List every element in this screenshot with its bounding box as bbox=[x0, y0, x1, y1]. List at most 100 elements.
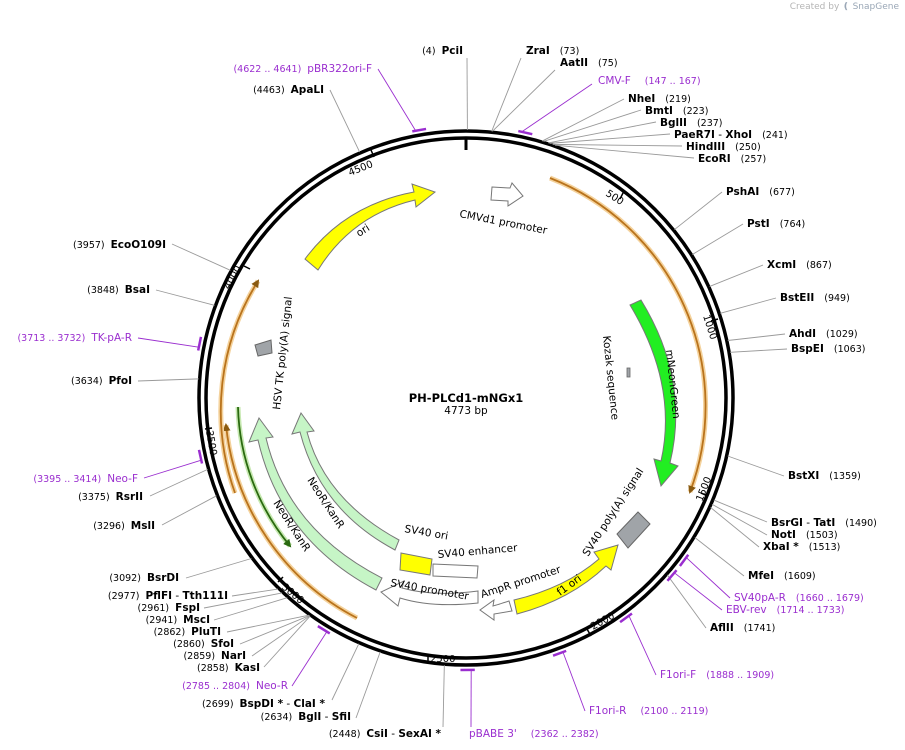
svg-text:(2634)BglI - SfiI: (2634)BglI - SfiI bbox=[261, 711, 351, 723]
site-aflii[interactable]: AflII(1741) bbox=[710, 622, 775, 634]
primer-position: (1660 .. 1679) bbox=[796, 593, 864, 604]
site-leader-line bbox=[442, 665, 445, 728]
sv40-polya-feature bbox=[616, 511, 651, 549]
site-ecoo109i[interactable]: (3957)EcoO109I bbox=[73, 239, 166, 251]
primer-binding-mark bbox=[552, 649, 567, 657]
site-paer7i-xhoi[interactable]: PaeR7I - XhoI(241) bbox=[674, 129, 788, 141]
site-position: (3375) bbox=[78, 492, 110, 503]
primer-binding-mark bbox=[317, 625, 331, 635]
site-msli[interactable]: (3296)MslI bbox=[93, 520, 155, 532]
svg-text:F1ori-R(2100 .. 2119): F1ori-R(2100 .. 2119) bbox=[589, 705, 708, 717]
site-name-2: ClaI * bbox=[294, 698, 326, 710]
site-pluti[interactable]: (2862) PluTI bbox=[154, 626, 221, 638]
backbone-outer-ring bbox=[197, 129, 735, 667]
site-leader-line bbox=[548, 121, 657, 144]
primer-marks bbox=[196, 127, 690, 672]
site-bmti[interactable]: BmtI(223) bbox=[645, 105, 708, 117]
site-kasi[interactable]: (2858)KasI bbox=[197, 662, 260, 674]
site-nhei[interactable]: NheI(219) bbox=[628, 93, 691, 105]
plasmid-name: PH-PLCd1-mNGx1 bbox=[409, 391, 524, 405]
primer-tk-pa-r[interactable]: (3713 .. 3732)TK-pA-R bbox=[17, 332, 132, 344]
site-position: (1063) bbox=[834, 344, 866, 355]
site-name: BstXI bbox=[788, 470, 819, 482]
primer-f1ori-f[interactable]: F1ori-F(1888 .. 1909) bbox=[660, 669, 774, 681]
site-separator: - bbox=[388, 728, 398, 740]
site-bsai[interactable]: (3848)BsaI bbox=[87, 284, 150, 296]
site-leader-line bbox=[137, 378, 199, 382]
site-position: (2448) bbox=[329, 729, 361, 740]
site-bspdi-clai[interactable]: (2699)BspDI * - ClaI * bbox=[202, 698, 326, 710]
site-hindiii[interactable]: HindIII(250) bbox=[686, 141, 761, 153]
site-bsrgi-tati[interactable]: BsrGI - TatI(1490) bbox=[771, 517, 877, 529]
site-position: (1503) bbox=[806, 530, 838, 541]
site-name: PluTI bbox=[191, 626, 221, 638]
site-mfei[interactable]: MfeI(1609) bbox=[748, 570, 816, 582]
site-name: NotI bbox=[771, 529, 796, 541]
site-bsteii[interactable]: BstEII(949) bbox=[780, 292, 850, 304]
site-ahdi[interactable]: AhdI(1029) bbox=[789, 328, 858, 340]
site-leader-line bbox=[720, 297, 777, 314]
site-apali[interactable]: (4463)ApaLI bbox=[253, 84, 324, 96]
primer-ebv-rev[interactable]: EBV-rev(1714 .. 1733) bbox=[726, 604, 845, 616]
primer-neo-r[interactable]: (2785 .. 2804)Neo-R bbox=[182, 680, 288, 692]
watermark-prefix: Created by bbox=[789, 2, 840, 12]
site-leader-line bbox=[543, 109, 642, 142]
neor-kanr-outer-feature bbox=[248, 416, 383, 591]
site-noti[interactable]: NotI (1503) bbox=[771, 529, 838, 541]
site-bspei[interactable]: BspEI(1063) bbox=[791, 343, 865, 355]
cmvd1-promoter-feature bbox=[490, 182, 524, 207]
site-nari[interactable]: (2859)NarI bbox=[183, 650, 246, 662]
primer-f1ori-r[interactable]: F1ori-R(2100 .. 2119) bbox=[589, 705, 708, 717]
site-bsrdi[interactable]: (3092)BsrDI bbox=[109, 572, 179, 584]
plasmid-length: 4773 bp bbox=[444, 405, 488, 417]
primer-sv40pa-r[interactable]: SV40pA-R(1660 .. 1679) bbox=[734, 592, 864, 604]
site-aatii[interactable]: AatII(75) bbox=[560, 57, 618, 69]
leader-lines bbox=[137, 57, 788, 728]
site-pshai[interactable]: PshAI (677) bbox=[726, 186, 795, 198]
svg-text:(3957)EcoO109I: (3957)EcoO109I bbox=[73, 239, 166, 251]
site-position: (73) bbox=[560, 46, 580, 57]
svg-text:(3713 .. 3732)TK-pA-R: (3713 .. 3732)TK-pA-R bbox=[17, 332, 132, 344]
site-fspi[interactable]: (2961)FspI bbox=[138, 602, 200, 614]
site-psti[interactable]: PstI(764) bbox=[747, 218, 805, 230]
site-position: (677) bbox=[769, 187, 795, 198]
site-position: (3848) bbox=[87, 285, 119, 296]
primer-pbabe-3[interactable]: pBABE 3'(2362 .. 2382) bbox=[469, 728, 599, 740]
site-leader-line bbox=[185, 558, 252, 579]
site-position: (219) bbox=[665, 94, 691, 105]
site-xbai[interactable]: XbaI *(1513) bbox=[763, 541, 840, 553]
svg-text:BstXI(1359): BstXI (1359) bbox=[788, 470, 861, 482]
site-name: PshAI bbox=[726, 186, 759, 198]
primer-binding-mark bbox=[412, 127, 427, 133]
primer-binding-mark bbox=[518, 129, 533, 136]
svg-text:BspEI(1063): BspEI(1063) bbox=[791, 343, 865, 355]
primer-leader-line bbox=[685, 557, 731, 599]
site-pcii[interactable]: (4)PciI bbox=[422, 45, 463, 57]
primer-neo-f[interactable]: (3395 .. 3414)Neo-F bbox=[33, 473, 138, 485]
site-sfoi[interactable]: (2860)SfoI bbox=[173, 638, 234, 650]
primer-position: (2362 .. 2382) bbox=[531, 729, 599, 740]
sv40-enhancer-label: SV40 enhancer bbox=[437, 542, 518, 561]
site-name-2: TatI bbox=[813, 517, 835, 529]
site-csii-sexai[interactable]: (2448)CsiI - SexAI * bbox=[329, 728, 442, 740]
site-bglii[interactable]: BglII(237) bbox=[660, 117, 722, 129]
site-bstxi[interactable]: BstXI (1359) bbox=[788, 470, 861, 482]
primer-pbr322ori-f[interactable]: (4622 .. 4641)pBR322ori-F bbox=[233, 63, 372, 75]
site-zrai[interactable]: ZraI(73) bbox=[526, 45, 579, 57]
site-position: (1359) bbox=[829, 471, 861, 482]
primer-name: EBV-rev bbox=[726, 604, 767, 616]
site-xcmi[interactable]: XcmI(867) bbox=[767, 259, 832, 271]
site-pflfi-tth111i[interactable]: (2977)PflFI - Tth111I bbox=[108, 590, 228, 602]
site-ecori[interactable]: EcoRI(257) bbox=[698, 153, 766, 165]
sv40-enhancer-feature bbox=[432, 563, 479, 579]
site-position: (2862) bbox=[154, 627, 186, 638]
primer-name: pBR322ori-F bbox=[307, 63, 372, 75]
orf-arc-mneongreen-halo bbox=[549, 175, 709, 493]
primer-cmv-f[interactable]: CMV-F(147 .. 167) bbox=[598, 75, 701, 87]
site-rsrii[interactable]: (3375)RsrII bbox=[78, 491, 143, 503]
primer-position: (3713 .. 3732) bbox=[17, 333, 85, 344]
site-bgli-sfii[interactable]: (2634)BglI - SfiI bbox=[261, 711, 351, 723]
site-msci[interactable]: (2941)MscI bbox=[146, 614, 210, 626]
site-pfoi[interactable]: (3634)PfoI bbox=[71, 375, 132, 387]
